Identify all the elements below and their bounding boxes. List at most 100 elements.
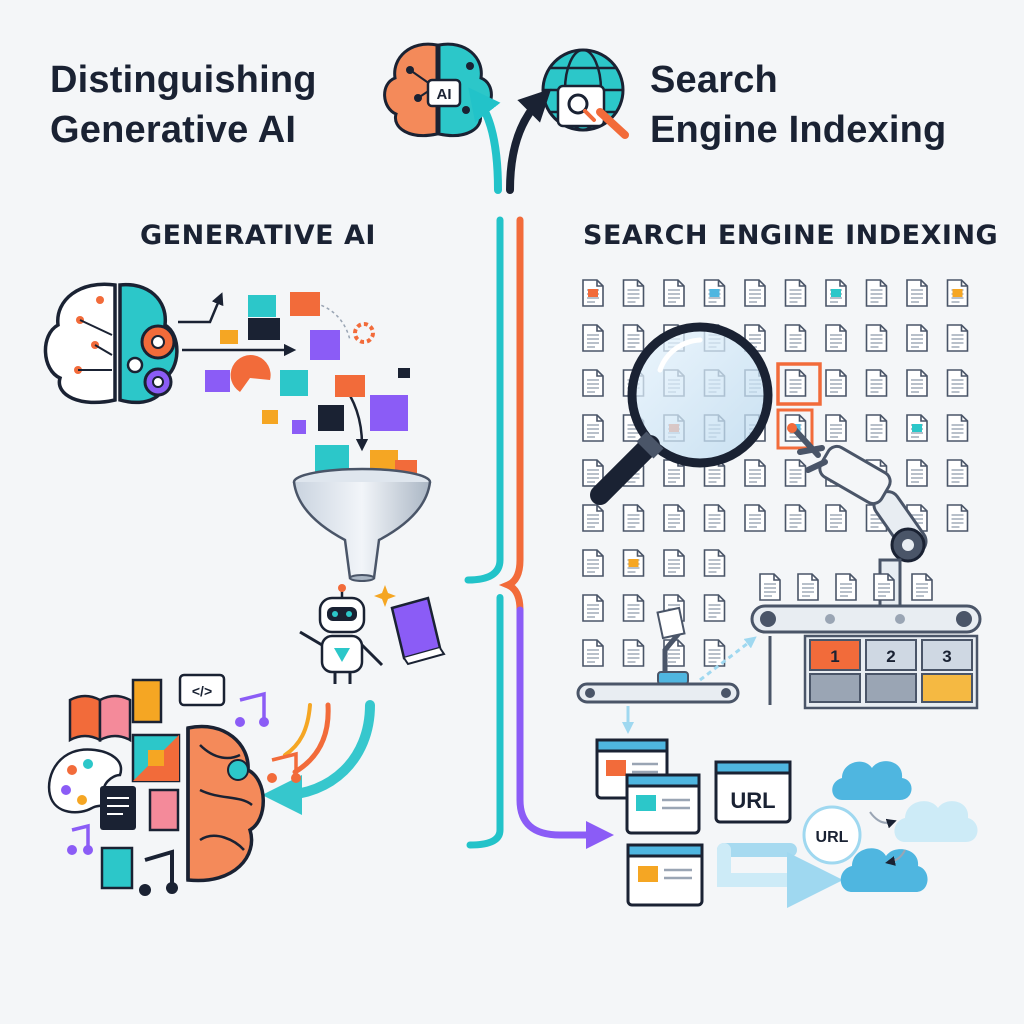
cloud-icon-1: [832, 761, 912, 800]
book-icon: [390, 596, 446, 666]
book-teal-icon: [100, 846, 134, 890]
arrow-return-teal: [262, 700, 375, 815]
document-icon: [825, 504, 847, 532]
document-icon: [582, 639, 604, 667]
book-pink-icon: [148, 788, 180, 832]
conveyor-documents: [759, 573, 933, 601]
robot-icon: [299, 584, 384, 684]
url-box-icon: URL: [714, 760, 792, 824]
document-icon: [906, 279, 928, 307]
arrow-small-1: [178, 292, 224, 324]
document-icon: [582, 414, 604, 442]
divider-teal-upper: [464, 216, 504, 584]
document-icon: [865, 279, 888, 307]
document-dark-icon: [100, 786, 136, 830]
sparkle-icon: [374, 585, 396, 607]
divider-purple-arrow: [516, 606, 614, 849]
arrow-cloud-1: [869, 811, 897, 829]
document-icon: [784, 324, 807, 352]
url-box-label: URL: [730, 788, 775, 813]
document-icon: [663, 279, 685, 307]
document-icon: [582, 594, 604, 622]
document-accent: [952, 289, 963, 297]
document-accent: [628, 559, 639, 567]
document-icon: [906, 369, 928, 397]
bin-label-1: 1: [830, 647, 839, 666]
title-left-line1: Distinguishing: [50, 59, 317, 101]
conveyor-belt-top: [750, 604, 982, 634]
section-heading-search-indexing: SEARCH ENGINE INDEXING: [583, 220, 999, 251]
arrow-to-index: [699, 636, 757, 682]
arrow-to-search-engine: [506, 88, 552, 194]
document-accent: [588, 289, 598, 297]
bin-label-2: 2: [886, 647, 895, 666]
highlight-box-1: [776, 362, 822, 406]
url-circle-label: URL: [816, 829, 849, 846]
open-book-icon: [68, 694, 132, 743]
brain-ai-icon: AI: [383, 42, 493, 137]
document-icon: [744, 279, 766, 307]
floating-shapes: [205, 292, 417, 484]
document-icon: [825, 414, 847, 442]
music-note-icon-2: [267, 751, 301, 783]
robot-arm-icon: [787, 423, 928, 612]
document-icon: [703, 549, 726, 577]
document-icon: [582, 324, 604, 352]
browser-window-2: [625, 773, 701, 835]
conveyor-document-icon: [835, 573, 857, 601]
document-icon: [744, 459, 766, 487]
document-icon: [825, 369, 847, 397]
document-icon: [703, 504, 726, 532]
document-icon: [946, 369, 969, 397]
cloud-icon-2: [894, 801, 978, 842]
document-icon: [784, 459, 807, 487]
divider-teal-lower: [466, 594, 504, 849]
document-icon: [865, 324, 888, 352]
title-right-line2: Engine Indexing: [650, 109, 947, 151]
music-note-icon-1: [235, 691, 269, 727]
arrow-cloud-2: [885, 849, 906, 866]
document-icon: [825, 324, 847, 352]
globe-search-icon: [541, 48, 629, 139]
code-tag-icon: </>: [178, 673, 226, 707]
document-icon: [865, 414, 888, 442]
document-icon: [906, 324, 928, 352]
arrow-return-yellow: [283, 703, 312, 757]
code-tag-label: </>: [192, 683, 212, 699]
section-heading-generative-ai: GENERATIVE AI: [140, 220, 376, 251]
document-icon: [622, 504, 645, 532]
index-bins: 1 2 3: [768, 634, 979, 710]
funnel-icon: [292, 467, 432, 582]
document-accent: [831, 289, 841, 297]
arrow-return-orange: [292, 702, 331, 775]
divider-orange: [498, 216, 524, 614]
title-generative-ai: Distinguishing Generative AI: [50, 55, 317, 155]
document-icon: [663, 504, 685, 532]
document-icon: [946, 459, 969, 487]
arrow-to-generative-ai: [468, 87, 502, 194]
book-yellow-icon: [131, 678, 163, 724]
document-icon: [622, 639, 645, 667]
highlight-box-2: [776, 408, 814, 450]
colorful-brain-icon: [186, 724, 265, 883]
document-icon: [582, 549, 604, 577]
document-icon: [622, 594, 645, 622]
title-left-line2: Generative AI: [50, 109, 297, 151]
document-icon: [622, 324, 645, 352]
document-icon: [582, 504, 604, 532]
conveyor-document-icon: [759, 573, 781, 601]
title-search-engine-indexing: Search Engine Indexing: [650, 55, 946, 155]
small-robot-arm-icon: [656, 606, 689, 685]
document-accent: [912, 424, 922, 432]
bin-label-3: 3: [942, 647, 951, 666]
document-icon: [744, 504, 766, 532]
brain-ai-badge: AI: [437, 86, 452, 103]
music-note-icon-4: [139, 849, 178, 896]
brain-gears-icon: [43, 282, 179, 405]
arrow-dotted: [291, 299, 351, 341]
browser-window-3: [626, 843, 704, 907]
conveyor-document-icon: [797, 573, 819, 601]
document-icon: [622, 279, 645, 307]
document-icon: [906, 459, 928, 487]
